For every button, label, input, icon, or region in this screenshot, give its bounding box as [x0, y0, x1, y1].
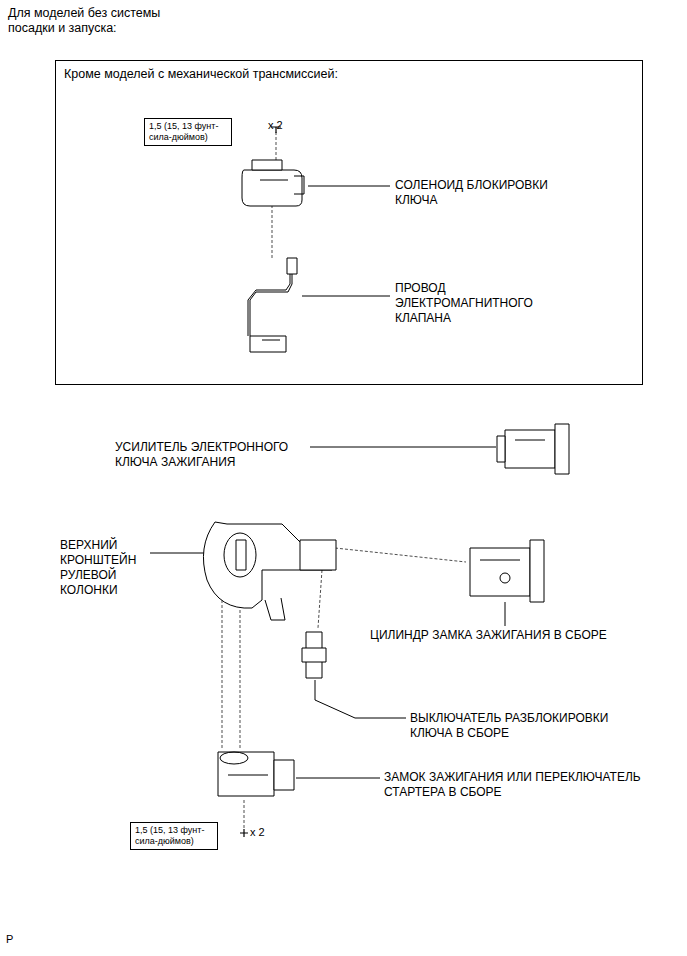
part-name: СОЛЕНОИД БЛОКИРОВКИ КЛЮЧА: [395, 178, 565, 208]
part-name: УСИЛИТЕЛЬ ЭЛЕКТРОННОГО КЛЮЧА ЗАЖИГАНИЯ: [115, 440, 307, 470]
quantity: x 2: [250, 825, 280, 840]
torque-box: 1,5 (15, 13 фунт-сила-дюймов): [130, 822, 218, 850]
part-name: ПРОВОД ЭЛЕКТРОМАГНИТНОГО КЛАПАНА: [395, 281, 545, 326]
torque-box: 1,5 (15, 13 фунт-сила-дюймов): [144, 118, 232, 146]
diagram-title: Для моделей без системы посадки и запуск…: [8, 6, 208, 36]
part-name: ВЫКЛЮЧАТЕЛЬ РАЗБЛОКИРОВКИ КЛЮЧА В СБОРЕ: [410, 711, 645, 741]
part-name: ЗАМОК ЗАЖИГАНИЯ ИЛИ ПЕРЕКЛЮЧАТЕЛЬ СТАРТЕ…: [384, 770, 654, 800]
part-name: ЦИЛИНДР ЗАМКА ЗАЖИГАНИЯ В СБОРЕ: [370, 628, 660, 643]
node-text: 1,5 (15, 13 фунт-сила-дюймов): [135, 825, 213, 847]
variant-region: Кроме моделей с механической трансмиссие…: [55, 60, 643, 385]
node-text: 1,5 (15, 13 фунт-сила-дюймов): [149, 121, 227, 143]
figure-code: P: [6, 932, 26, 947]
node-text: Кроме моделей с механической трансмиссие…: [64, 67, 634, 82]
part-name: ВЕРХНИЙ КРОНШТЕЙН РУЛЕВОЙ КОЛОНКИ: [60, 538, 148, 598]
quantity: x 2: [268, 118, 298, 133]
